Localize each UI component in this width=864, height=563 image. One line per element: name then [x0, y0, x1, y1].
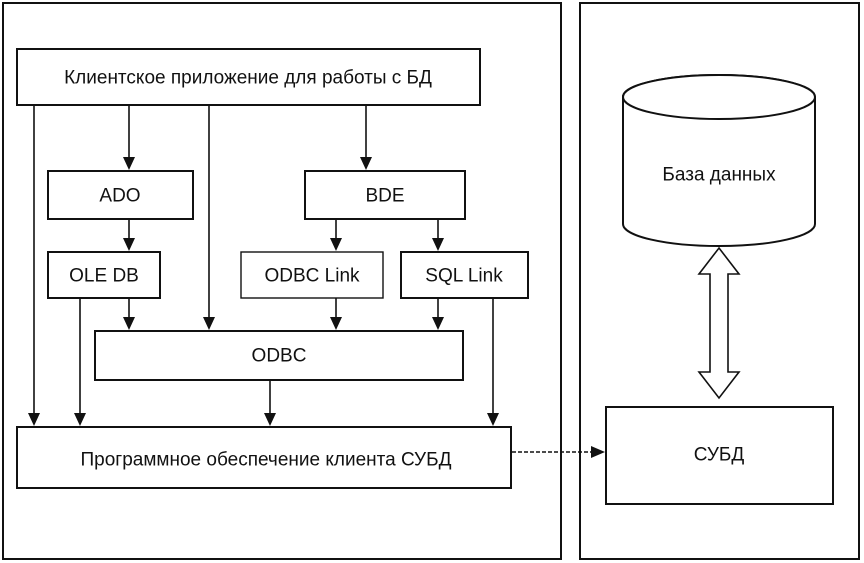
arrowhead [264, 413, 276, 426]
node-sql-link: SQL Link [400, 251, 529, 299]
arrowhead [432, 238, 444, 251]
client-app-label: Клиентское приложение для работы с БД [64, 68, 432, 89]
server-side-panel [579, 2, 860, 560]
arrowhead [123, 157, 135, 170]
arrowhead [28, 413, 40, 426]
node-database: База данных [622, 74, 816, 247]
ole-db-label: OLE DB [69, 266, 139, 287]
node-ole-db: OLE DB [47, 251, 161, 299]
client-software-label: Программное обеспечение клиента СУБД [81, 450, 452, 471]
arrowhead [74, 413, 86, 426]
odbc-box [94, 330, 464, 381]
arrowhead [360, 157, 372, 170]
bde-box [304, 170, 466, 220]
sql-link-label: SQL Link [425, 266, 503, 287]
odbc-label: ODBC [252, 346, 307, 367]
client-side-panel [2, 2, 562, 560]
client-software-box [16, 426, 512, 489]
arrowhead [203, 317, 215, 330]
connectors [28, 106, 741, 458]
edge-database-dbms-bidirectional [697, 246, 741, 400]
arrowhead [123, 238, 135, 251]
odbc-link-box [240, 251, 384, 299]
client-app-box [16, 48, 481, 106]
sql-link-box [400, 251, 529, 299]
arrowhead [591, 446, 605, 458]
node-dbms: СУБД [605, 406, 834, 505]
arrowhead [330, 238, 342, 251]
database-cylinder-top [622, 74, 816, 120]
arrowhead [123, 317, 135, 330]
arrowhead [432, 317, 444, 330]
dbms-label: СУБД [694, 445, 745, 466]
node-bde: BDE [304, 170, 466, 220]
dbms-box [605, 406, 834, 505]
bde-label: BDE [365, 186, 404, 207]
database-label: База данных [662, 165, 776, 186]
node-client-software: Программное обеспечение клиента СУБД [16, 426, 512, 489]
node-ado: ADO [47, 170, 194, 220]
arrowhead [487, 413, 499, 426]
node-client-app: Клиентское приложение для работы с БД [16, 48, 481, 106]
node-odbc: ODBC [94, 330, 464, 381]
ole-db-box [47, 251, 161, 299]
arrowhead [330, 317, 342, 330]
node-odbc-link: ODBC Link [240, 251, 384, 299]
ado-box [47, 170, 194, 220]
ado-label: ADO [99, 186, 140, 207]
odbc-link-label: ODBC Link [264, 266, 360, 287]
